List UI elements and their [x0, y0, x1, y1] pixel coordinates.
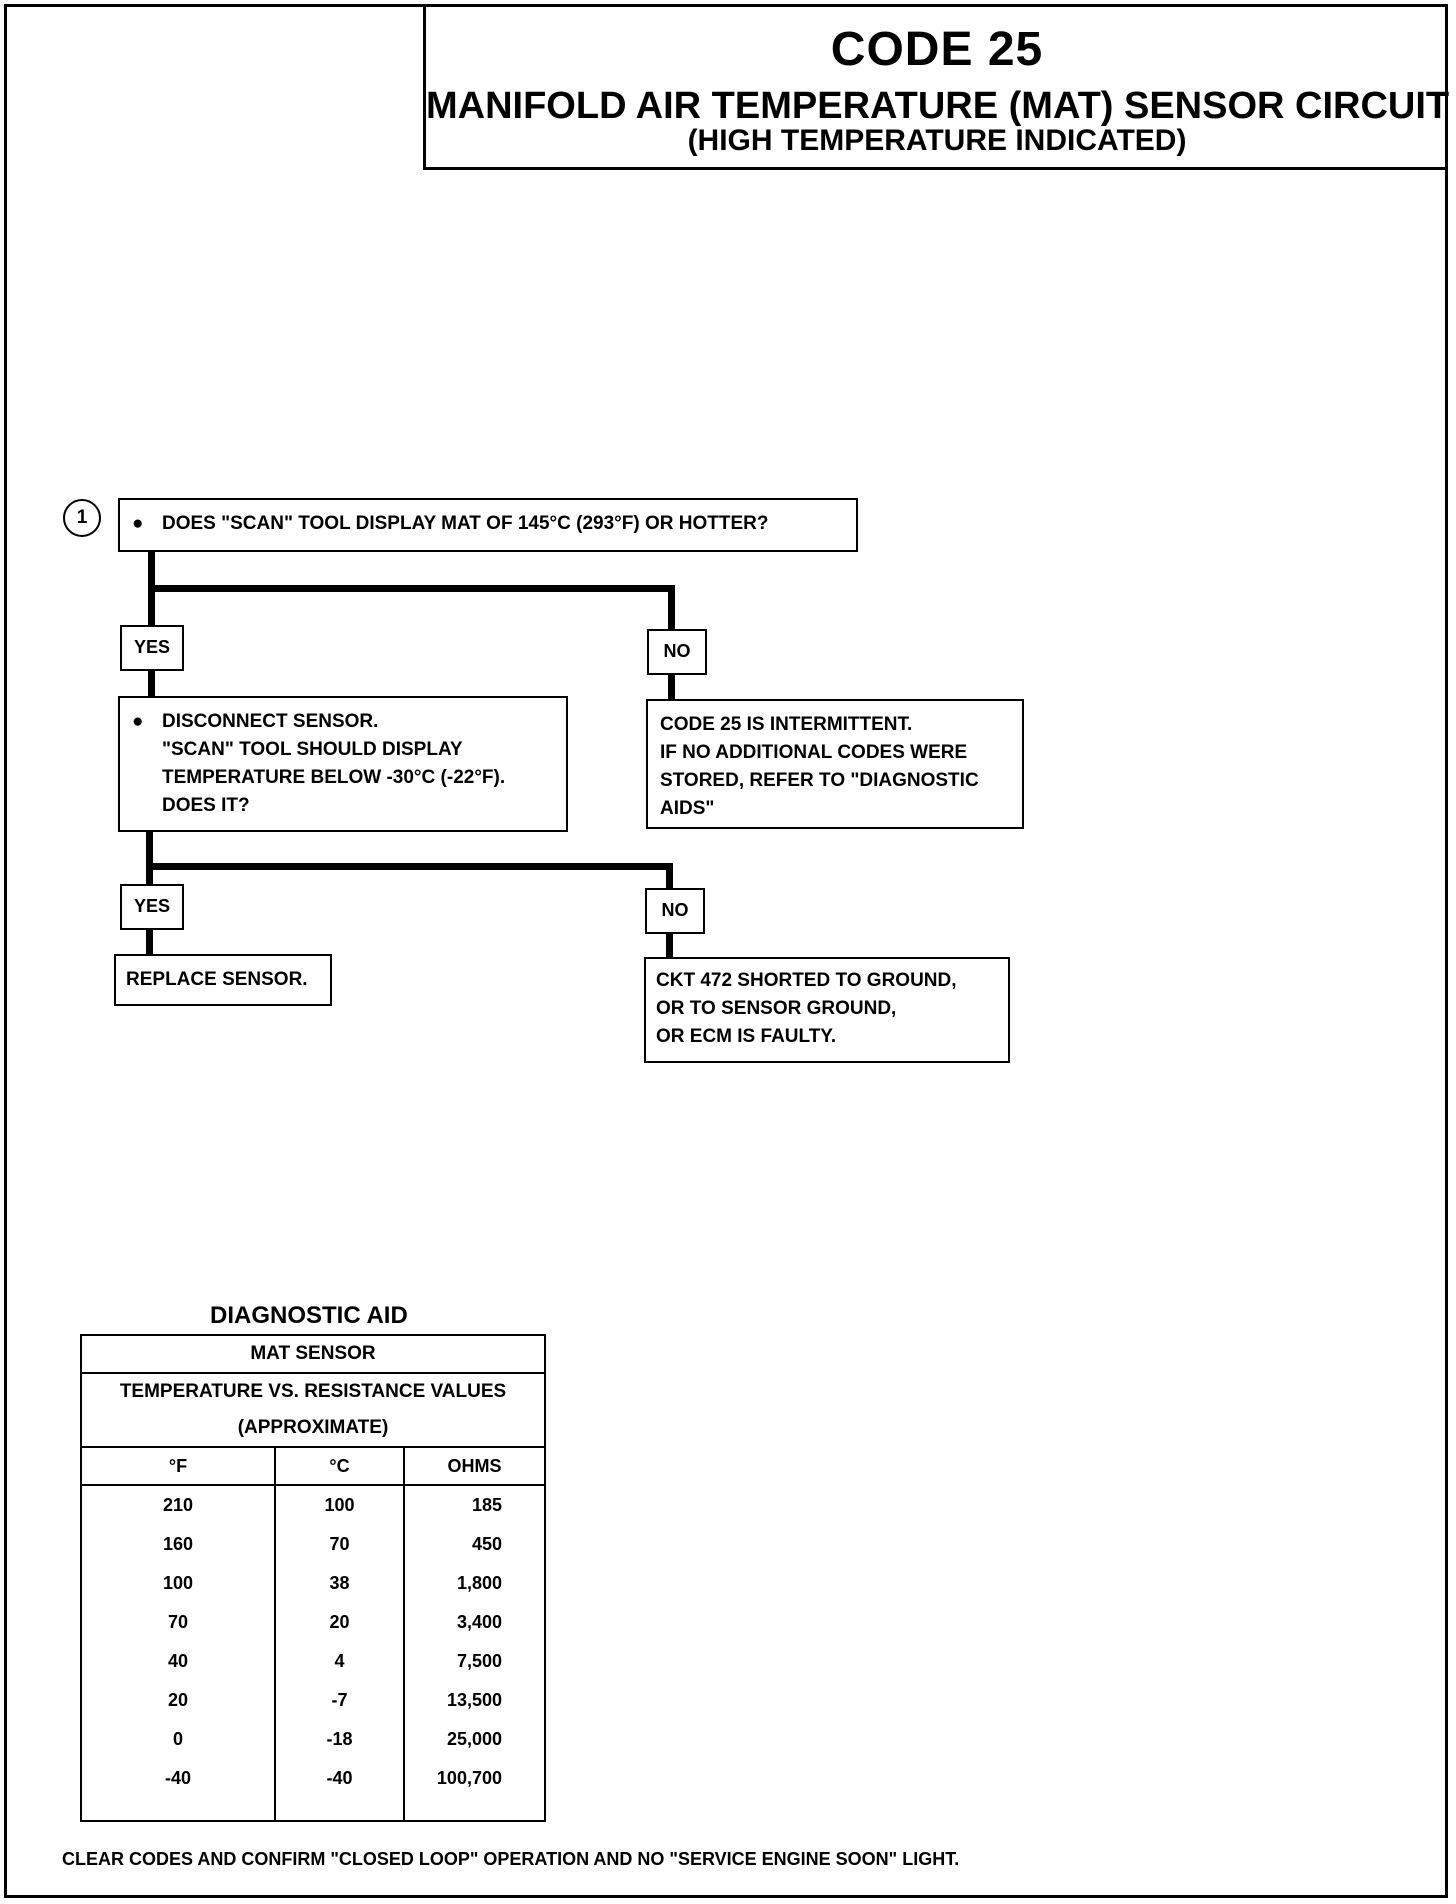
table-cell: 0	[172, 1729, 183, 1749]
connector-line	[668, 675, 675, 700]
table-cell: 7,500	[403, 1642, 544, 1681]
table-caption: MAT SENSOR	[82, 1336, 544, 1374]
connector-line	[146, 863, 673, 870]
table-cell: 160	[162, 1534, 194, 1554]
table-cell: 70	[274, 1525, 404, 1564]
connector-line	[148, 585, 675, 592]
table-cell: 210	[162, 1495, 194, 1515]
yes-1-label: YES	[120, 625, 184, 671]
connector-line	[668, 585, 675, 645]
table-cell: -7	[274, 1681, 404, 1720]
short-circuit-result-box: CKT 472 SHORTED TO GROUND, OR TO SENSOR …	[644, 957, 1010, 1063]
table-cell: -18	[274, 1720, 404, 1759]
table-cell: 1,800	[403, 1564, 544, 1603]
code-title: CODE 25	[830, 23, 1044, 76]
result-line: STORED, REFER TO "DIAGNOSTIC	[660, 770, 979, 791]
bullet-icon: ●	[132, 513, 144, 534]
result-line: AIDS"	[660, 798, 715, 819]
header: CODE 25 MANIFOLD AIR TEMPERATURE (MAT) S…	[423, 4, 1450, 170]
table-cell: -40	[164, 1768, 191, 1788]
diagnostic-aid-table: MAT SENSOR TEMPERATURE VS. RESISTANCE VA…	[80, 1334, 546, 1822]
table-cell: 100	[162, 1573, 194, 1593]
no-1-label: NO	[647, 629, 707, 675]
column-header: °F	[82, 1446, 275, 1486]
table-cell: -40	[274, 1759, 404, 1798]
connector-line	[666, 934, 673, 960]
footer-instruction: CLEAR CODES AND CONFIRM "CLOSED LOOP" OP…	[62, 1849, 960, 1869]
connector-line	[146, 930, 153, 957]
table-cell: 100,700	[403, 1759, 544, 1798]
table-cell: 20	[274, 1603, 404, 1642]
question-1-box: ● DOES "SCAN" TOOL DISPLAY MAT OF 145°C (…	[118, 498, 858, 552]
bullet-icon: ●	[132, 711, 144, 732]
result-line: OR TO SENSOR GROUND,	[656, 998, 897, 1019]
table-cell: 38	[274, 1564, 404, 1603]
table-cell: 25,000	[403, 1720, 544, 1759]
table-cell: 13,500	[403, 1681, 544, 1720]
replace-sensor-box: REPLACE SENSOR.	[114, 954, 332, 1006]
question-1-text: DOES "SCAN" TOOL DISPLAY MAT OF 145°C (2…	[162, 513, 769, 534]
column-header: OHMS	[403, 1446, 544, 1486]
page-subtitle: (HIGH TEMPERATURE INDICATED)	[687, 124, 1187, 157]
result-line: OR ECM IS FAULTY.	[656, 1026, 837, 1047]
intermittent-result-box: CODE 25 IS INTERMITTENT. IF NO ADDITIONA…	[646, 699, 1024, 829]
question-2-line: DOES IT?	[162, 795, 250, 816]
page-frame	[4, 4, 1448, 1898]
replace-sensor-text: REPLACE SENSOR.	[126, 969, 308, 990]
step-number-badge: 1	[63, 499, 101, 537]
table-caption: (APPROXIMATE)	[237, 1417, 389, 1438]
table-cell: 185	[403, 1485, 544, 1525]
no-2-label: NO	[645, 888, 705, 934]
question-2-line: "SCAN" TOOL SHOULD DISPLAY	[162, 739, 463, 760]
table-cell: 40	[167, 1651, 189, 1671]
table-cell: 70	[167, 1612, 189, 1632]
table-cell: 4	[274, 1642, 404, 1681]
yes-2-label: YES	[120, 884, 184, 930]
table-caption: TEMPERATURE VS. RESISTANCE VALUES	[119, 1381, 507, 1402]
connector-line	[146, 831, 153, 891]
diagnostic-aid-title: DIAGNOSTIC AID	[210, 1302, 408, 1329]
table-cell: 450	[403, 1525, 544, 1564]
table-cell: 3,400	[403, 1603, 544, 1642]
result-line: CODE 25 IS INTERMITTENT.	[660, 714, 913, 735]
page-title: MANIFOLD AIR TEMPERATURE (MAT) SENSOR CI…	[426, 85, 1450, 127]
question-2-line: TEMPERATURE BELOW -30°C (-22°F).	[162, 767, 506, 788]
column-header: °C	[274, 1446, 404, 1486]
question-2-line: DISCONNECT SENSOR.	[162, 711, 379, 732]
result-line: CKT 472 SHORTED TO GROUND,	[656, 970, 957, 991]
question-2-box: ● DISCONNECT SENSOR. "SCAN" TOOL SHOULD D…	[118, 696, 568, 832]
table-cell: 100	[274, 1485, 404, 1525]
connector-line	[666, 863, 673, 898]
table-cell: 20	[167, 1690, 189, 1710]
table-row	[82, 1798, 544, 1820]
result-line: IF NO ADDITIONAL CODES WERE	[660, 742, 968, 763]
connector-line	[148, 669, 155, 697]
